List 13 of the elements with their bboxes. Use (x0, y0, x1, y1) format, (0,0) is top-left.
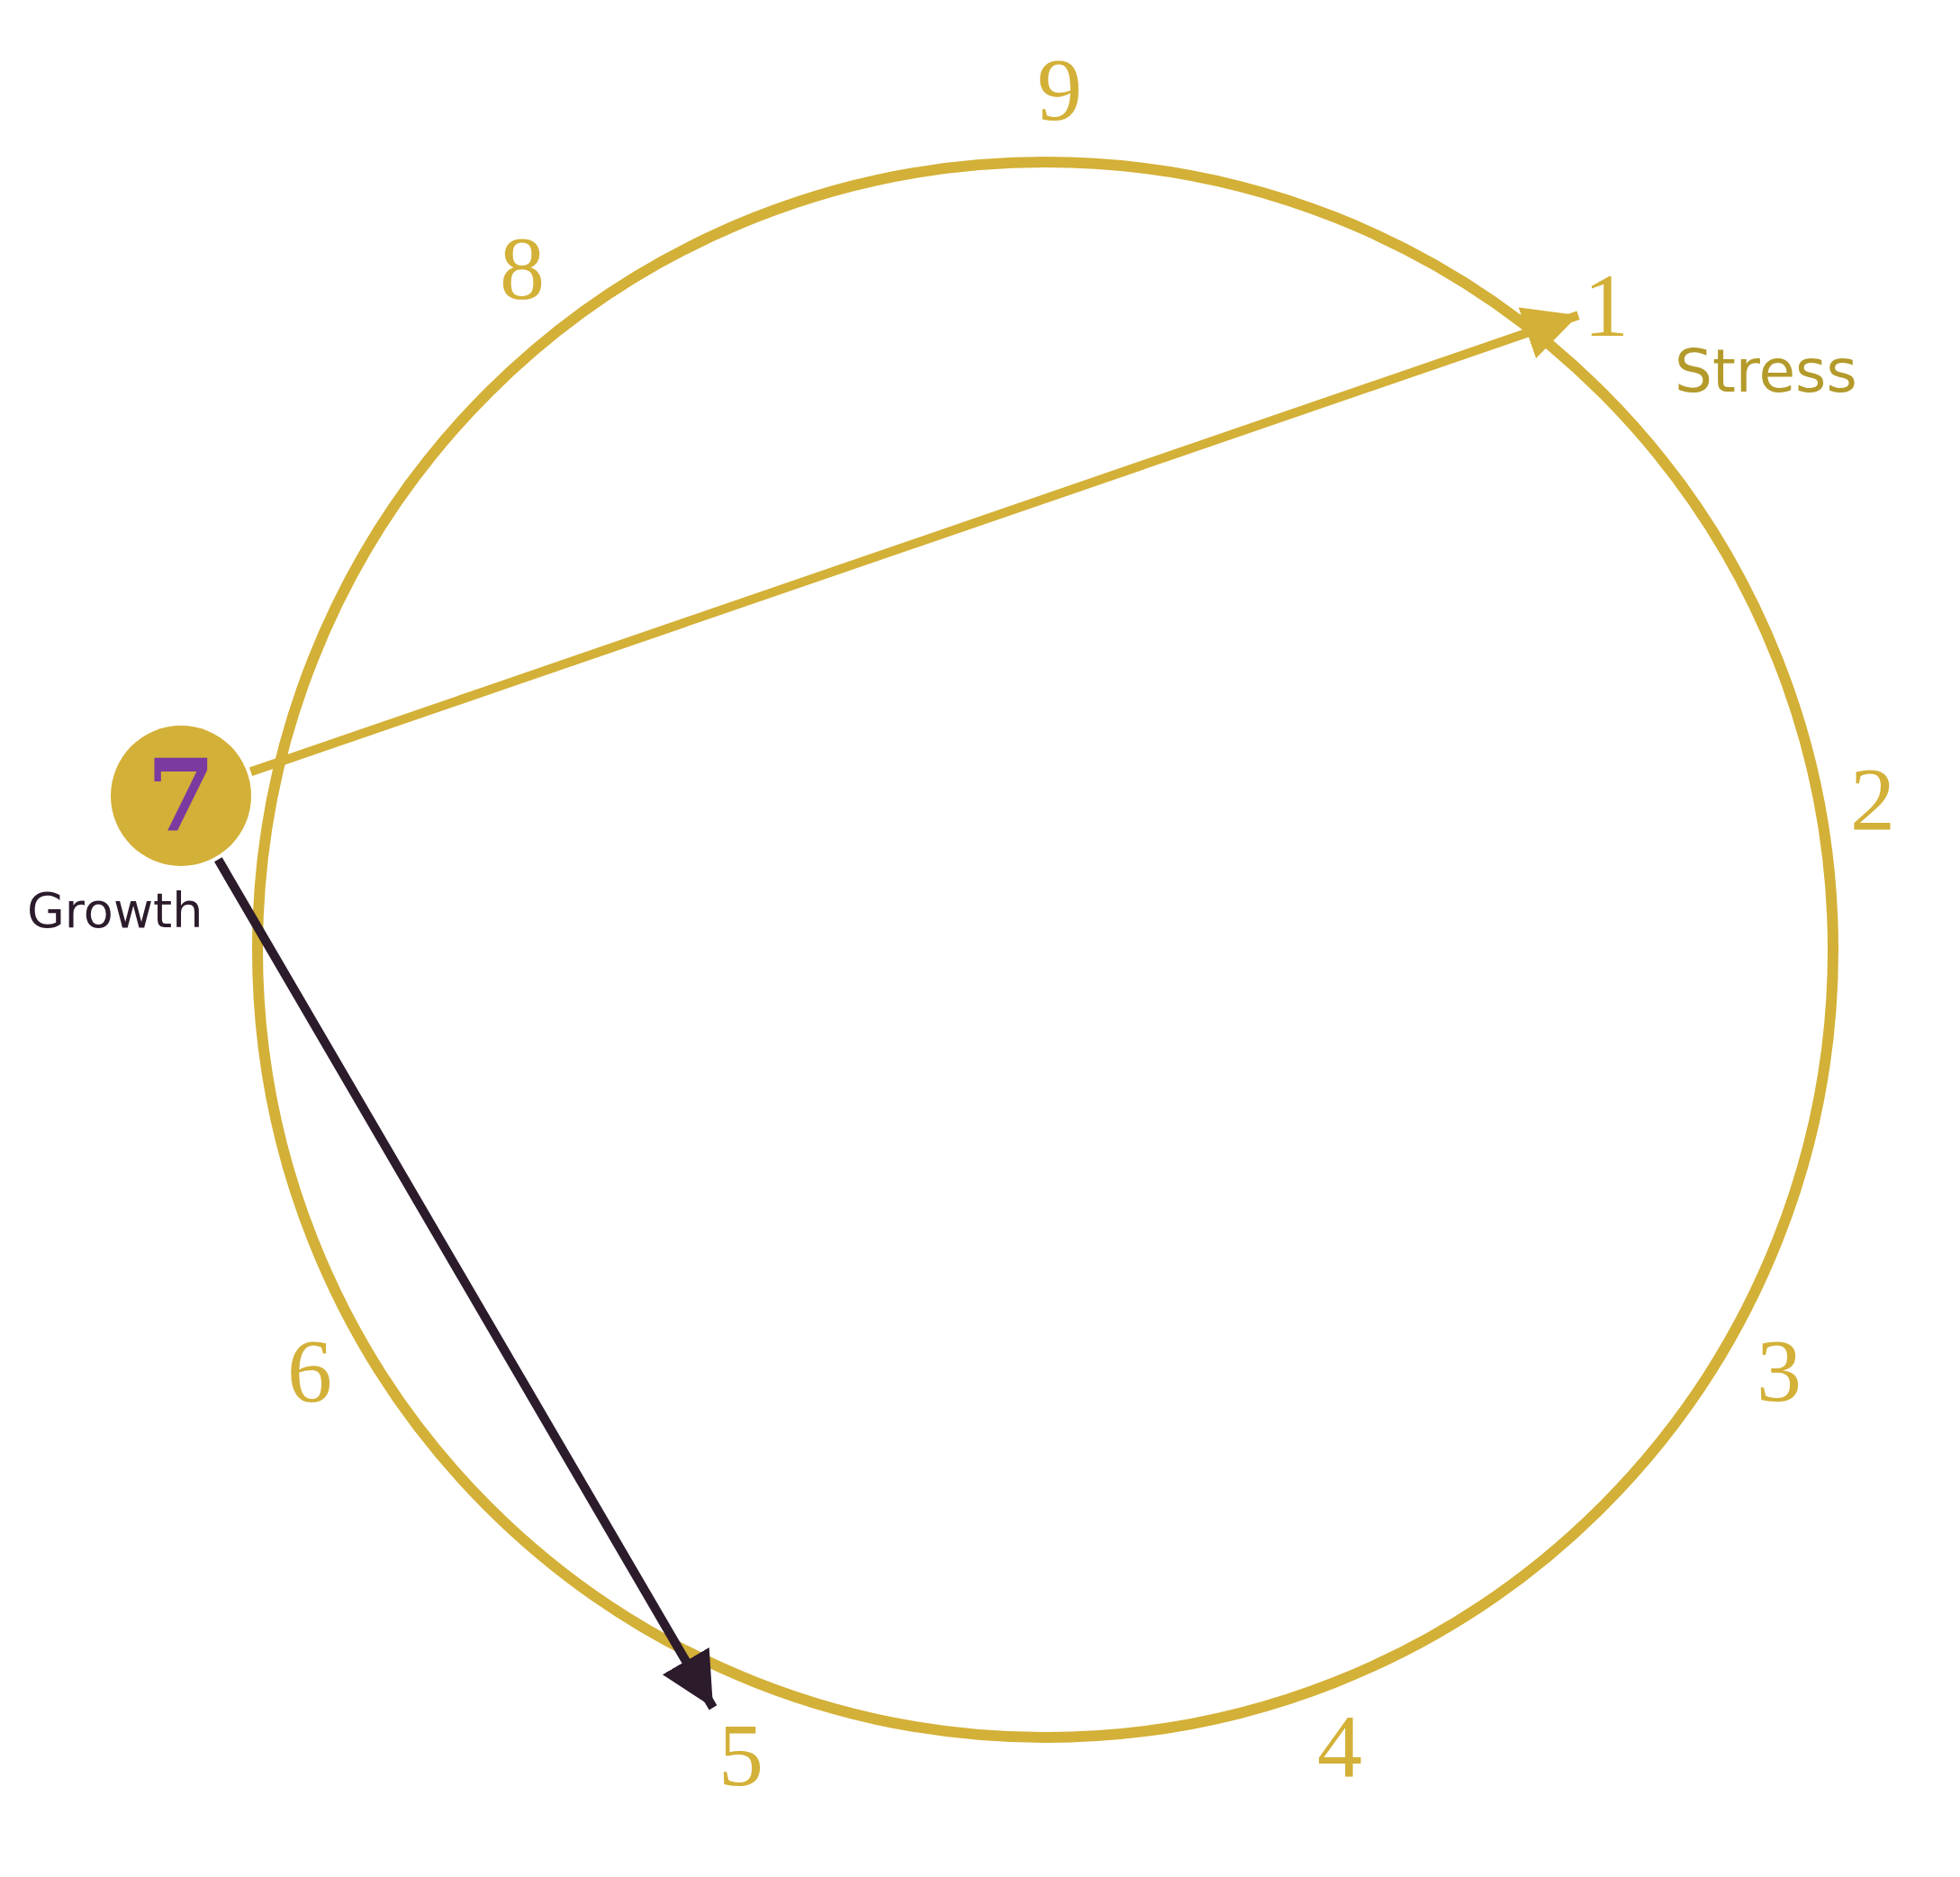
number-label: 3 (1757, 1326, 1802, 1416)
number-label: 2 (1850, 754, 1895, 844)
number-label: 6 (287, 1326, 332, 1416)
number-label: 9 (1037, 45, 1082, 135)
number-label: 1 (1584, 256, 1629, 356)
arrow (248, 307, 1580, 777)
number-label: 7 (146, 746, 216, 845)
caption-text: Stress (1675, 342, 1857, 402)
arrow (214, 857, 718, 1710)
number-label: 4 (1317, 1701, 1362, 1791)
number-label: 5 (718, 1710, 763, 1800)
caption-text: Growth (27, 887, 203, 935)
number-label: 8 (500, 223, 545, 313)
